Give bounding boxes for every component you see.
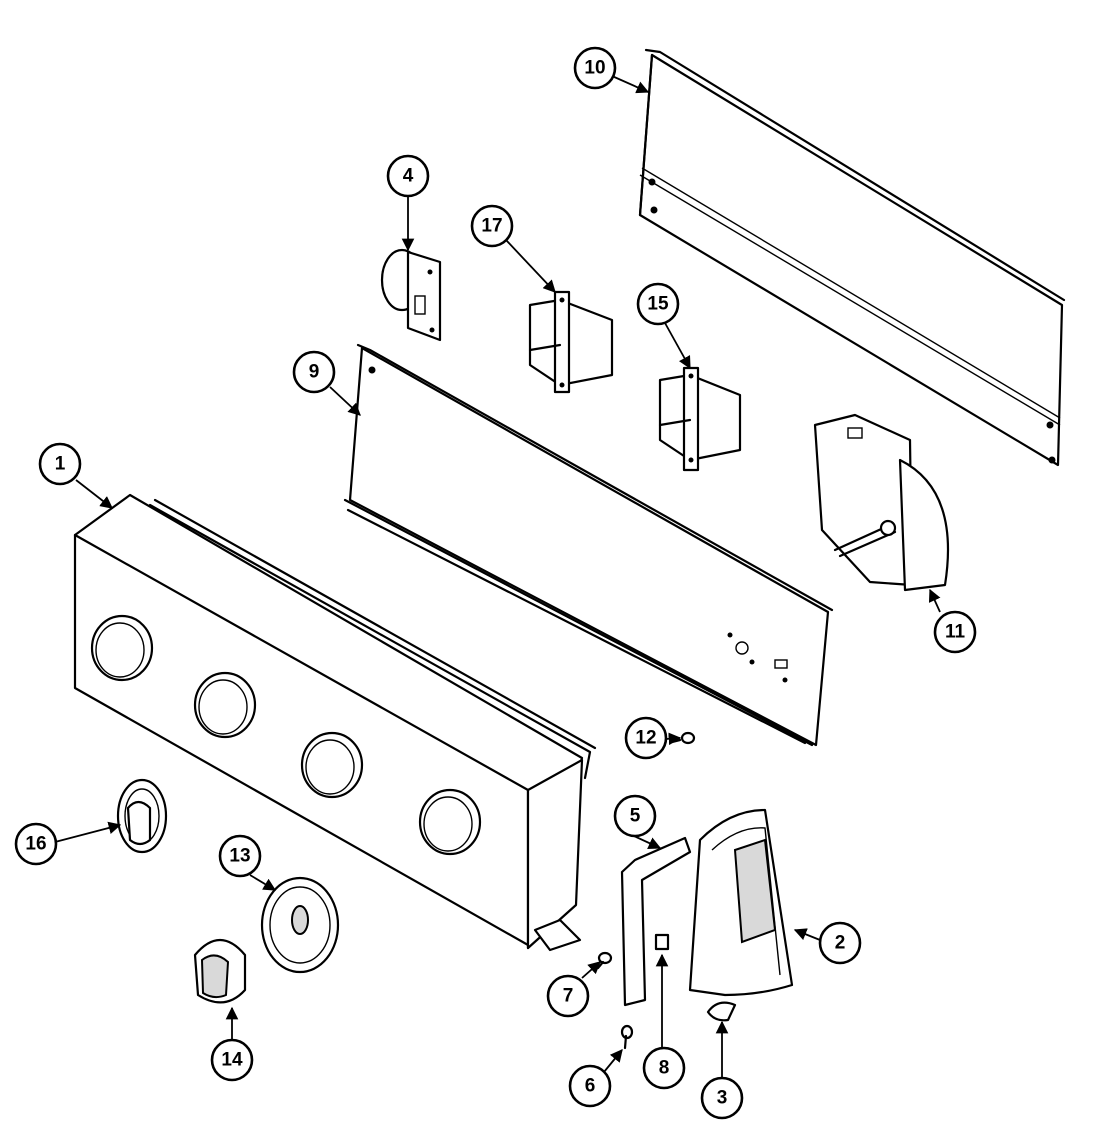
part-5-trim xyxy=(620,836,692,1007)
part-13-knob xyxy=(260,876,340,974)
part-17-switch xyxy=(528,290,614,394)
callout-12: 12 xyxy=(624,716,668,760)
callout-10: 10 xyxy=(573,46,617,90)
callout-3: 3 xyxy=(700,1076,744,1120)
leader-9 xyxy=(329,386,361,416)
callout-7-label: 7 xyxy=(563,986,574,1007)
callout-5-label: 5 xyxy=(630,806,641,827)
callout-2: 2 xyxy=(818,921,862,965)
callout-5: 5 xyxy=(613,794,657,838)
leader-16 xyxy=(54,821,122,843)
callout-9-label: 9 xyxy=(309,362,320,383)
callout-1: 1 xyxy=(38,442,82,486)
part-2-end-cap xyxy=(688,808,794,997)
callout-11: 11 xyxy=(933,610,977,654)
callout-1-label: 1 xyxy=(55,454,66,475)
callout-11-label: 11 xyxy=(945,622,966,643)
leader-2 xyxy=(793,928,821,941)
leader-lines xyxy=(54,75,941,1078)
leader-11 xyxy=(928,588,941,613)
callout-13: 13 xyxy=(218,834,262,878)
callout-9: 9 xyxy=(292,350,336,394)
callout-17: 17 xyxy=(470,204,514,248)
leader-1 xyxy=(75,479,113,509)
part-8-clip xyxy=(654,933,670,951)
callout-12-label: 12 xyxy=(635,728,656,749)
leader-10 xyxy=(611,75,650,94)
callout-6-label: 6 xyxy=(585,1076,596,1097)
callout-6: 6 xyxy=(568,1064,612,1108)
callout-15: 15 xyxy=(636,282,680,326)
part-9-panel-support xyxy=(343,343,834,747)
part-11-timer xyxy=(813,413,950,592)
part-3-clip xyxy=(706,1001,737,1022)
part-6-screw xyxy=(620,1024,634,1050)
part-14-knob xyxy=(193,939,247,1004)
leader-7 xyxy=(581,961,601,979)
part-15-switch xyxy=(658,366,742,472)
callout-7: 7 xyxy=(546,974,590,1018)
callout-4-label: 4 xyxy=(403,166,414,187)
callout-8: 8 xyxy=(642,1046,686,1090)
callout-15-label: 15 xyxy=(647,294,669,315)
callout-14-label: 14 xyxy=(221,1050,243,1071)
callout-16-label: 16 xyxy=(25,834,46,855)
leader-6 xyxy=(603,1049,623,1073)
leader-15 xyxy=(664,322,691,370)
callout-16: 16 xyxy=(14,822,58,866)
leader-12 xyxy=(665,732,682,746)
callout-8-label: 8 xyxy=(659,1058,670,1079)
part-16-knob xyxy=(116,778,168,854)
part-10-rear-panel xyxy=(638,48,1066,467)
leader-5 xyxy=(633,835,662,849)
callout-17-label: 17 xyxy=(481,216,502,237)
callout-14: 14 xyxy=(210,1038,254,1082)
leader-13 xyxy=(249,874,277,891)
callout-2-label: 2 xyxy=(835,933,846,954)
callout-4: 4 xyxy=(386,154,430,198)
part-7-screw xyxy=(596,951,613,970)
part-1-console xyxy=(73,493,597,952)
leader-17 xyxy=(505,239,556,293)
part-4-switch xyxy=(380,248,442,342)
callout-10-label: 10 xyxy=(584,58,605,79)
callout-13-label: 13 xyxy=(229,846,250,867)
callout-3-label: 3 xyxy=(717,1088,728,1109)
